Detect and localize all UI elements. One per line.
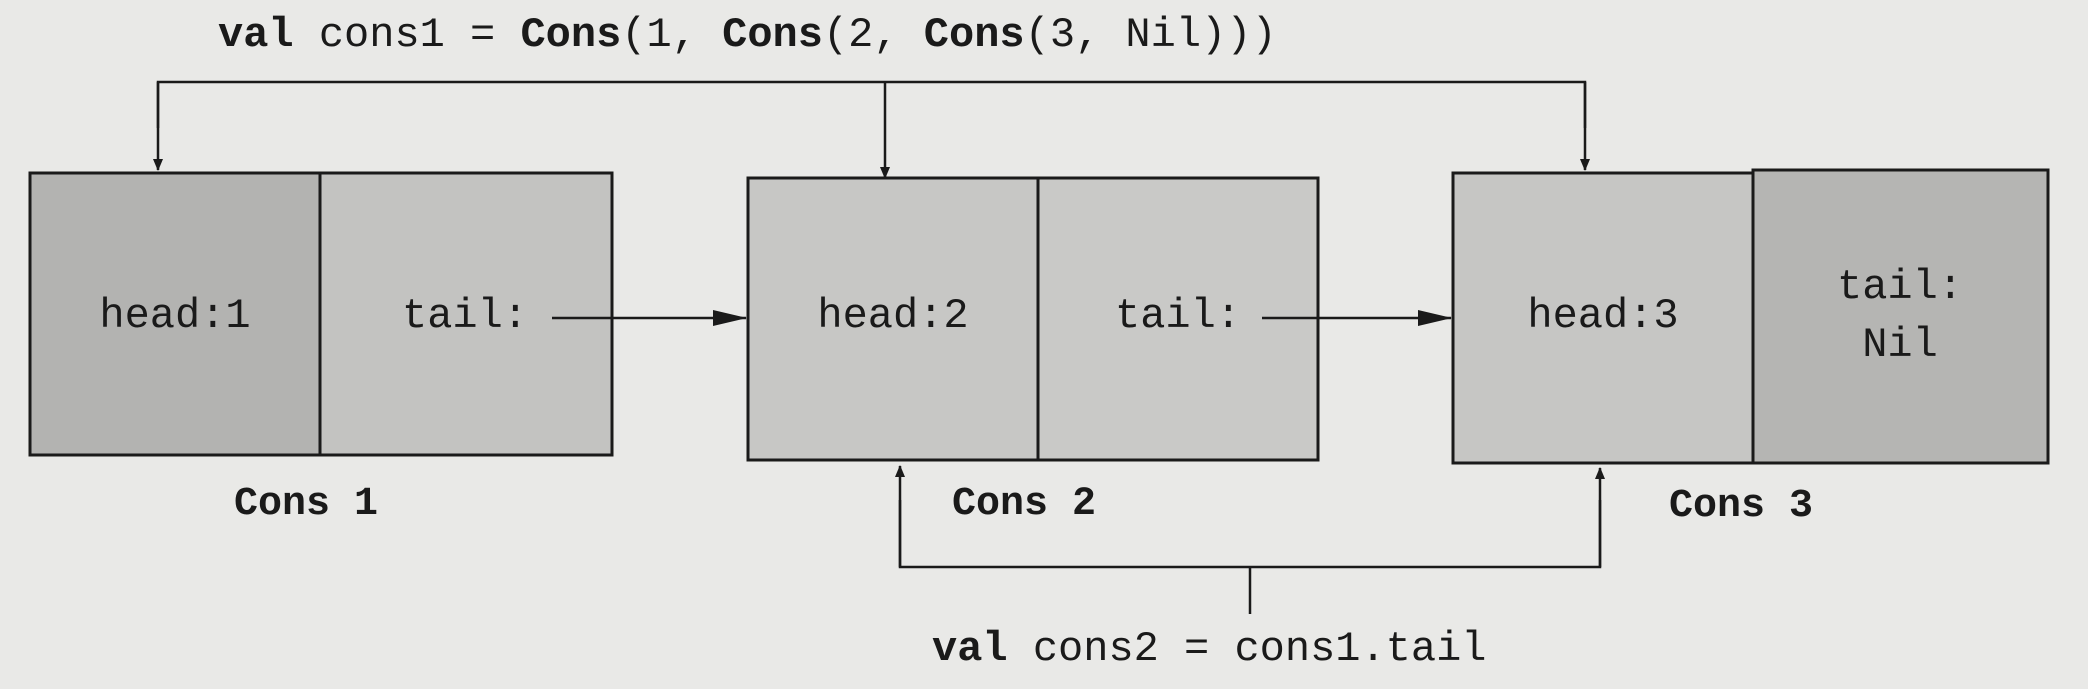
cons1-caption: Cons 1 (234, 482, 378, 527)
top-code-part: Cons (924, 11, 1025, 59)
bottom-code-part: val (932, 625, 1008, 673)
cons1-tail-box (318, 171, 614, 457)
cons1-head-label: head:1 (99, 292, 250, 340)
bottom-code-label: val cons2 = cons1.tail (932, 625, 1487, 673)
top-code-part: (2, (823, 11, 924, 59)
cons1-tail-label: tail: (402, 292, 528, 340)
top-code-part: (1, (621, 11, 722, 59)
top-bracket-connector (156, 80, 1587, 128)
top-code-part: Cons (722, 11, 823, 59)
cons1-head-box (28, 171, 322, 457)
cons-cell-3: head:3 tail: Nil Cons 3 (1451, 168, 2050, 529)
top-code-part: Cons (520, 11, 621, 59)
cons-cell-2: head:2 tail: Cons 2 (746, 176, 1320, 527)
cons3-tail-box (1751, 168, 2050, 465)
cons2-head-label: head:2 (817, 292, 968, 340)
bottom-code-part: cons2 = cons1.tail (1008, 625, 1487, 673)
cons3-head-box (1451, 171, 1755, 465)
top-code-part: (3, Nil))) (1025, 11, 1277, 59)
cons-cell-1: head:1 tail: Cons 1 (28, 171, 614, 527)
top-code-part: cons1 = (294, 11, 521, 59)
cons2-head-box (746, 176, 1040, 462)
cons3-caption: Cons 3 (1669, 484, 1813, 529)
cons2-tail-label: tail: (1115, 292, 1241, 340)
cons3-head-label: head:3 (1527, 292, 1678, 340)
top-code-label: val cons1 = Cons(1, Cons(2, Cons(3, Nil)… (218, 11, 1277, 59)
cons2-caption: Cons 2 (952, 482, 1096, 527)
cons3-tail-value: Nil (1862, 321, 1938, 369)
top-code-part: val (218, 11, 294, 59)
cons3-tail-label: tail: (1837, 263, 1963, 311)
